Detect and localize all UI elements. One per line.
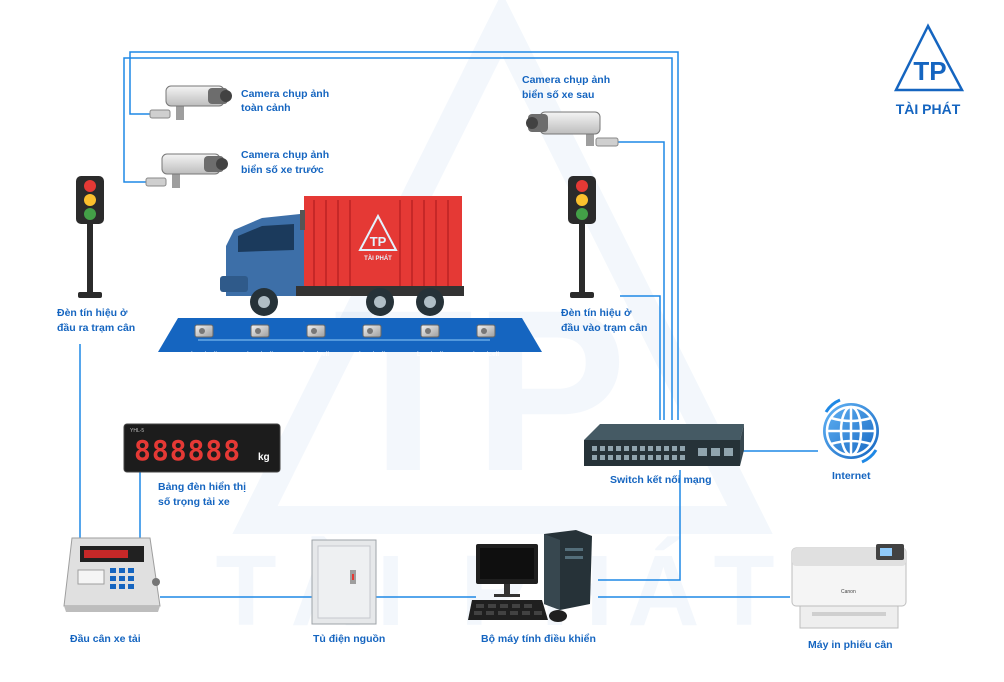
display-board-label-1: Bảng đèn hiển thị	[158, 481, 246, 493]
power-cabinet-label: Tủ điện nguồn	[313, 633, 385, 645]
camera-wide: Camera chụp ảnh toàn cảnh	[149, 85, 329, 120]
camera-rear-label-2: biển số xe sau	[522, 89, 594, 101]
display-board-label-2: số trọng tải xe	[158, 496, 230, 508]
camera-rear-label-1: Camera chụp ảnh	[522, 74, 610, 86]
power-cabinet: Tủ điện nguồn	[311, 539, 385, 645]
indicator-label: Đầu cân xe tải	[70, 633, 141, 645]
loadcell: Loadcell	[247, 324, 274, 358]
camera-rear: Camera chụp ảnh biển số xe sau	[522, 74, 619, 147]
computer: Bộ máy tính điều khiển	[468, 530, 596, 645]
traffic-light-exit: Đèn tín hiệu ở đầu ra trạm cân	[57, 176, 135, 334]
loadcell: Loadcell	[303, 324, 330, 358]
traffic-light-entry: Đèn tín hiệu ở đầu vào trạm cân	[561, 176, 647, 334]
loadcell: Loadcell	[417, 324, 444, 358]
camera-front-label-1: Camera chụp ảnh	[241, 149, 329, 161]
display-board-digits: 888888	[134, 434, 241, 467]
wires	[79, 51, 818, 598]
display-board-model: YHL-5	[130, 428, 144, 434]
light-exit-label-1: Đèn tín hiệu ở	[57, 307, 128, 319]
loadcell-label: Loadcell	[191, 351, 218, 358]
internet: Internet	[823, 398, 879, 482]
wire-camera-rear	[618, 141, 665, 420]
loadcell-label: Loadcell	[247, 351, 274, 358]
wire-camera-front	[123, 57, 673, 420]
loadcell-label: Loadcell	[473, 351, 500, 358]
switch-label: Switch kết nối mạng	[610, 474, 712, 486]
loadcell-label: Loadcell	[303, 351, 330, 358]
loadcell: Loadcell	[473, 324, 500, 358]
yellow-light-icon	[576, 194, 588, 206]
display-board-unit: kg	[258, 452, 270, 463]
loadcell: Loadcell	[191, 324, 218, 358]
red-light-icon	[84, 180, 96, 192]
loadcell-label: Loadcell	[417, 351, 444, 358]
truck-logo-monogram: TP	[370, 234, 387, 249]
weighing-indicator: Đầu cân xe tải	[63, 537, 161, 645]
yellow-light-icon	[84, 194, 96, 206]
loadcells: Loadcell Loadcell Loadcell Loadcell Load…	[191, 324, 500, 358]
printer-label: Máy in phiếu cân	[808, 639, 893, 651]
internet-label: Internet	[832, 470, 871, 482]
truck-logo-text: TÀI PHÁT	[364, 255, 392, 262]
camera-wide-label-2: toàn cảnh	[241, 102, 291, 114]
loadcell-label: Loadcell	[359, 351, 386, 358]
printer: Canon Máy in phiếu cân	[791, 544, 907, 651]
wire-camera-wide	[129, 51, 679, 420]
light-entry-label-2: đầu vào trạm cân	[561, 322, 647, 334]
printer-brand: Canon	[841, 589, 856, 595]
brand-logo-name: TÀI PHÁT	[896, 101, 961, 117]
truck: TP TÀI PHÁT	[220, 196, 464, 316]
wire-light-entry	[620, 295, 661, 420]
display-board: YHL-5 888888 kg Bảng đèn hiển thị số trọ…	[123, 423, 281, 508]
light-entry-label-1: Đèn tín hiệu ở	[561, 307, 632, 319]
network-switch: Switch kết nối mạng	[584, 424, 744, 486]
brand-logo: TP TÀI PHÁT	[893, 23, 965, 117]
green-light-icon	[576, 208, 588, 220]
computer-label: Bộ máy tính điều khiển	[481, 633, 596, 645]
camera-wide-label-1: Camera chụp ảnh	[241, 88, 329, 100]
camera-front-label-2: biển số xe trước	[241, 164, 324, 176]
wire-computer-switch	[598, 470, 681, 581]
brand-logo-monogram: TP	[913, 56, 946, 86]
red-light-icon	[576, 180, 588, 192]
green-light-icon	[84, 208, 96, 220]
light-exit-label-2: đầu ra trạm cân	[57, 322, 135, 334]
camera-front: Camera chụp ảnh biển số xe trước	[145, 149, 329, 188]
loadcell: Loadcell	[359, 324, 386, 358]
